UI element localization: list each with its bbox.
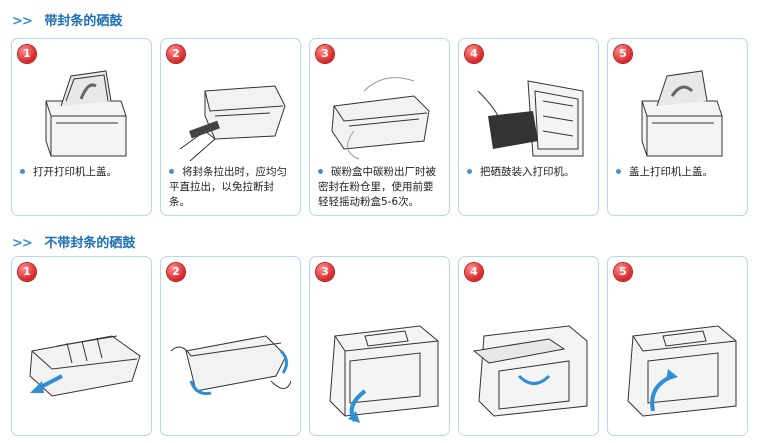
- bullet-icon: [616, 168, 621, 174]
- step-number-badge: 3: [316, 45, 334, 63]
- step-caption: 将封条拉出时，应均匀平直拉出，以免拉断封条。: [169, 166, 287, 208]
- step-card: 2 将封条拉出时，应均匀平直拉出，以免拉断封条。: [160, 38, 301, 216]
- step-card: 4 把硒鼓装入打印机。: [458, 38, 599, 216]
- step-number-badge: 1: [18, 45, 36, 63]
- insert-cartridge-icon: [477, 80, 584, 157]
- step-number-badge: 4: [465, 45, 483, 63]
- step-number-badge: 2: [167, 263, 185, 281]
- step-card: 5 盖上打印机上盖。: [607, 38, 748, 216]
- open-front-door-icon: [329, 325, 439, 423]
- step-number-badge: 5: [614, 45, 632, 63]
- bullet-icon: [20, 168, 25, 174]
- printer-open-lid-icon: [45, 70, 127, 157]
- unpack-cartridge-icon: [29, 335, 141, 397]
- step-number-badge: 4: [465, 263, 483, 281]
- printer-close-lid-icon: [641, 70, 723, 157]
- step-number-badge: 5: [614, 263, 632, 281]
- insert-cartridge-front-icon: [472, 325, 588, 417]
- close-front-door-icon: [627, 325, 737, 417]
- section-title-text: 带封条的硒鼓: [44, 14, 123, 29]
- bullet-icon: [467, 168, 472, 174]
- chevron-icon: >>: [12, 236, 33, 251]
- pull-seal-strip-icon: [179, 85, 286, 161]
- step-card: 2: [160, 256, 301, 436]
- bullet-icon: [169, 168, 174, 174]
- shake-cartridge-icon: [171, 335, 291, 395]
- step-number-badge: 1: [18, 263, 36, 281]
- step-number-badge: 3: [316, 263, 334, 281]
- step-card: 3: [309, 256, 450, 436]
- step-card: 5: [607, 256, 748, 436]
- step-caption: 把硒鼓装入打印机。: [467, 165, 592, 180]
- step-caption: 打开打印机上盖。: [20, 165, 145, 180]
- chevron-icon: >>: [12, 14, 33, 29]
- shake-cartridge-icon: [331, 77, 430, 160]
- step-card: 1 打开打印机上盖。: [11, 38, 152, 216]
- step-caption: 碳粉盒中碳粉出厂时被密封在粉仓里，使用前要轻轻摇动粉盒5-6次。: [318, 166, 436, 208]
- section-title-sealed: >> 带封条的硒鼓: [12, 10, 122, 29]
- step-card: 1: [11, 256, 152, 436]
- section-title-text: 不带封条的硒鼓: [44, 236, 136, 251]
- step-caption: 盖上打印机上盖。: [616, 165, 741, 180]
- section-title-unsealed: >> 不带封条的硒鼓: [12, 232, 135, 251]
- step-number-badge: 2: [167, 45, 185, 63]
- step-card: 3 碳粉盒中碳粉出厂时被密封在粉仓里，使用前要轻轻摇动粉盒5-6次。: [309, 38, 450, 216]
- step-card: 4: [458, 256, 599, 436]
- bullet-icon: [318, 168, 323, 174]
